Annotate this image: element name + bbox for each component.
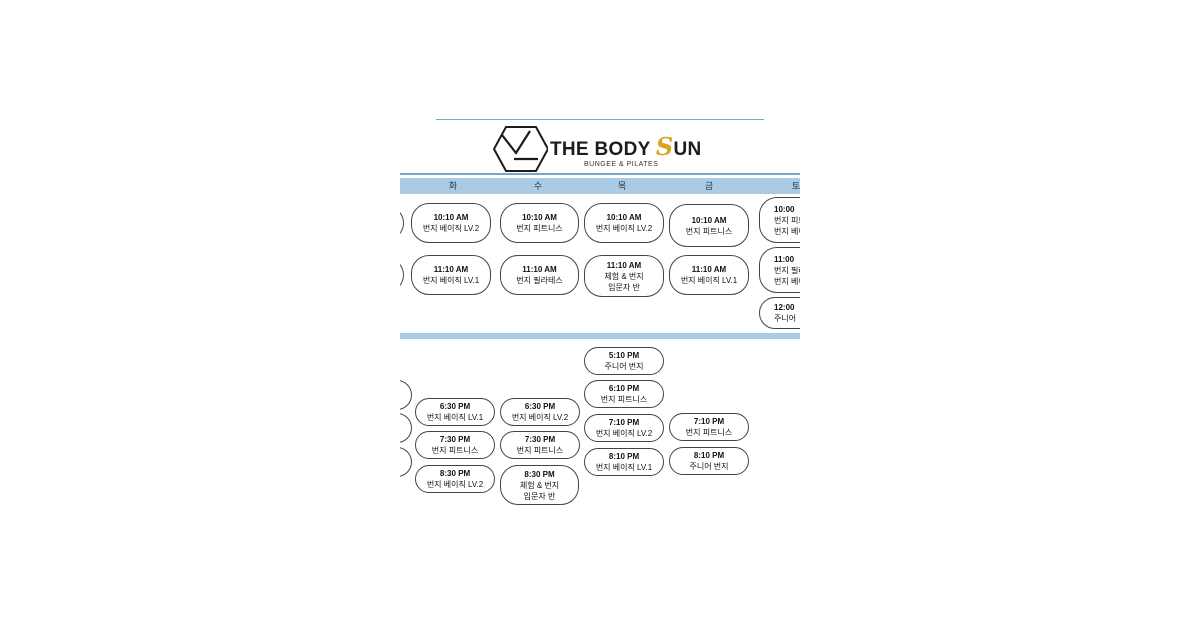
logo-mark-icon bbox=[492, 126, 548, 172]
class-mon-edge bbox=[400, 447, 412, 477]
day-header-bar: 화 수 목 금 토 bbox=[400, 178, 800, 194]
brand-title: THE BODY SUN bbox=[550, 132, 702, 161]
day-header-tue: 화 bbox=[448, 181, 458, 191]
day-header-fri: 금 bbox=[704, 181, 714, 191]
class-mon-edge bbox=[400, 380, 412, 410]
top-rule bbox=[436, 119, 764, 120]
class-mon-edge bbox=[400, 206, 404, 240]
brand-logo: THE BODY SUN BUNGEE & PILATES bbox=[492, 123, 701, 175]
brand-subtitle: BUNGEE & PILATES bbox=[584, 161, 659, 168]
class-mon-edge bbox=[400, 258, 404, 292]
day-header-thu: 목 bbox=[617, 181, 627, 191]
schedule-crop: THE BODY SUN BUNGEE & PILATES 화 수 목 금 토 … bbox=[400, 115, 800, 515]
class-mon-edge bbox=[400, 413, 412, 443]
session-separator bbox=[400, 333, 800, 339]
header-rule bbox=[400, 173, 800, 175]
day-header-sat: 토 bbox=[791, 181, 800, 191]
day-header-wed: 수 bbox=[533, 181, 543, 191]
